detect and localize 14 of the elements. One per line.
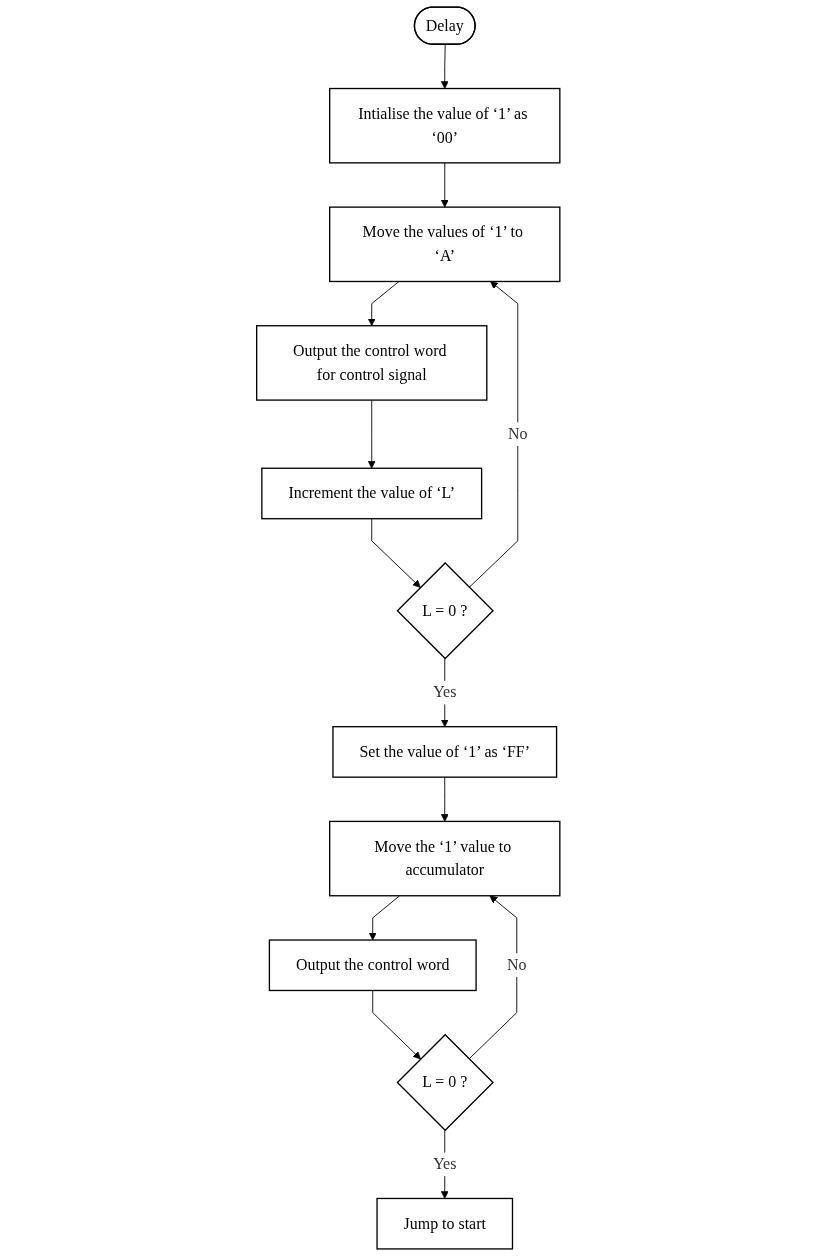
node-box: Move the values of ‘1’ to ‘A’: [328, 206, 561, 283]
node-box: Move the ‘1’ value to accumulator: [328, 820, 561, 897]
edge-label: No: [506, 955, 527, 974]
node-box: Jump to start: [376, 1197, 513, 1250]
node-diamond: L = 0 ?: [396, 1033, 494, 1132]
node-box: Intialise the value of ‘1’ as ‘00’: [328, 87, 561, 164]
edge-label: Yes: [432, 683, 457, 702]
edge-label: No: [507, 424, 528, 443]
node-box: Increment the value of ‘L’: [260, 467, 483, 520]
node-box: Output the control word: [268, 939, 477, 992]
node-box: Set the value of ‘1’ as ‘FF’: [332, 726, 557, 778]
edge-label: Yes: [432, 1155, 457, 1173]
node-diamond: L = 0 ?: [396, 562, 494, 660]
node-box: Output the control word for control signal: [255, 325, 488, 401]
